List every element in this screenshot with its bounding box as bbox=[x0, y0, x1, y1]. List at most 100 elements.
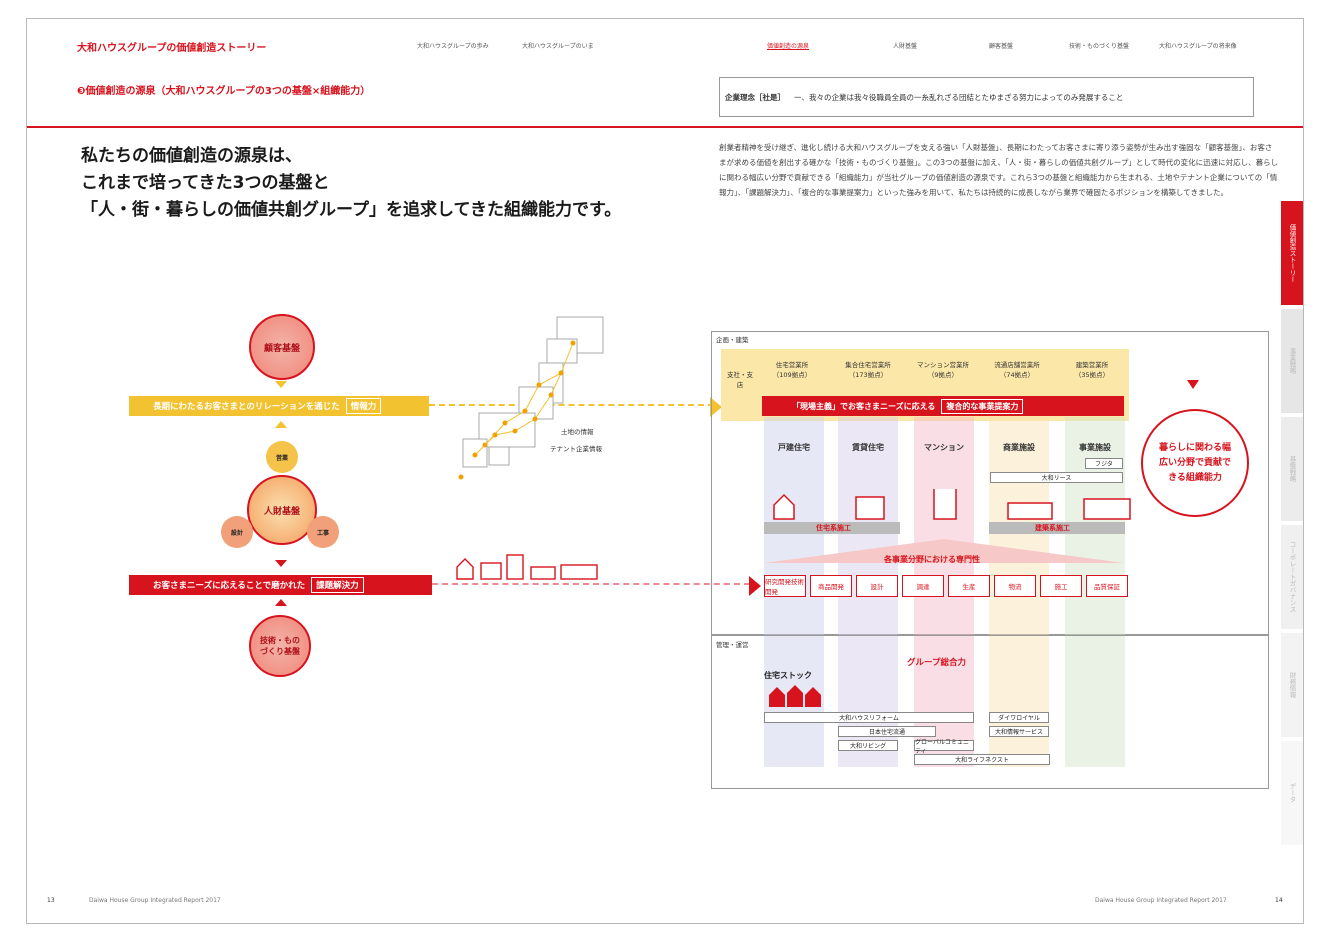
headline-line-2: これまで培ってきた3つの基盤と bbox=[81, 173, 330, 193]
tab-governance[interactable]: コーポレートガバナンス bbox=[1281, 525, 1303, 629]
land-info-label: 土地の情報 bbox=[561, 428, 594, 436]
nav-item-future[interactable]: 大和ハウスグループの将来像 bbox=[1159, 43, 1237, 50]
company-global: グローバルコミュニティ bbox=[914, 739, 974, 755]
band2-tag: 課題解決力 bbox=[311, 577, 364, 593]
building-construction-bar bbox=[989, 522, 1125, 534]
info-arrow-line bbox=[429, 404, 714, 406]
process-quality: 品質保証 bbox=[1086, 575, 1128, 597]
process-production: 生産 bbox=[948, 575, 990, 597]
office-5-count: （35拠点） bbox=[1074, 371, 1110, 379]
company-info-service: 大和情報サービス bbox=[989, 726, 1049, 737]
nav-item-human[interactable]: 人財基盤 bbox=[893, 43, 918, 50]
tab-data[interactable]: データ bbox=[1281, 741, 1303, 845]
building-construction-label: 建築系施工 bbox=[1035, 524, 1070, 532]
tab-business[interactable]: 事業戦略 bbox=[1281, 309, 1303, 413]
banner-tag: 複合的な事業提案力 bbox=[941, 398, 1024, 414]
office-3-name: マンション営業所 bbox=[917, 361, 969, 369]
nav-item-history[interactable]: 大和ハウスグループの歩み bbox=[417, 43, 489, 50]
business-facility: 事業施設 bbox=[1079, 443, 1111, 452]
business-rental: 賃貸住宅 bbox=[852, 443, 884, 452]
capability-circle: 暮らしに関わる幅広い分野で貢献できる組織能力 bbox=[1141, 409, 1249, 517]
headline-line-1: 私たちの価値創造の源泉は、 bbox=[81, 146, 302, 166]
arrow-down-icon bbox=[275, 560, 287, 567]
section-subtitle: ❸価値創造の源泉（大和ハウスグループの3つの基盤×組織能力） bbox=[77, 86, 371, 97]
nav-item-customer[interactable]: 顧客基盤 bbox=[989, 43, 1014, 50]
fujita-box: フジタ bbox=[1085, 458, 1123, 469]
housing-construction-bar bbox=[764, 522, 900, 534]
office-4-count: （74拠点） bbox=[999, 371, 1035, 379]
tech-base-circle: 技術・ものづくり基盤 bbox=[249, 615, 311, 677]
process-design: 設計 bbox=[856, 575, 898, 597]
management-label: 管理・運営 bbox=[716, 641, 749, 649]
band1-text: 長期にわたるお客さまとのリレーションを通じた bbox=[153, 402, 340, 412]
arrow-right-icon bbox=[749, 576, 761, 596]
business-commercial: 商業施設 bbox=[1003, 443, 1035, 452]
report-name-right: Daiwa House Group Integrated Report 2017 bbox=[1095, 897, 1227, 904]
solution-arrow-line bbox=[432, 583, 750, 585]
arrow-right-icon bbox=[710, 397, 722, 417]
process-rd: 研究開発技術開発 bbox=[764, 575, 806, 597]
tenant-info-label: テナント企業情報 bbox=[550, 445, 602, 453]
expertise-triangle bbox=[764, 539, 1124, 563]
arrow-up-icon bbox=[275, 599, 287, 606]
process-product: 商品開発 bbox=[810, 575, 852, 597]
tab-finance[interactable]: 財務情報 bbox=[1281, 633, 1303, 737]
tab-foundation[interactable]: 基盤戦略 bbox=[1281, 417, 1303, 521]
stock-label: 住宅ストック bbox=[764, 671, 812, 680]
office-5: 建築営業所 （35拠点） bbox=[1064, 359, 1120, 379]
customer-base-circle: 顧客基盤 bbox=[249, 314, 315, 380]
office-1: 住宅営業所 （109拠点） bbox=[764, 359, 820, 379]
building-icons-row bbox=[456, 554, 598, 580]
company-distribution: 日本住宅流通 bbox=[838, 726, 936, 737]
nav-item-tech[interactable]: 技術・ものづくり基盤 bbox=[1069, 43, 1130, 50]
policy-label: 企業理念［社是］ bbox=[725, 93, 785, 102]
office-2-name: 集合住宅営業所 bbox=[845, 361, 891, 369]
sales-circle: 営業 bbox=[266, 441, 298, 473]
expertise-label: 各事業分野における専門性 bbox=[884, 555, 980, 564]
business-detached: 戸建住宅 bbox=[778, 443, 810, 452]
human-base-circle: 人財基盤 bbox=[247, 475, 317, 545]
house-stock-icon bbox=[769, 685, 821, 707]
office-1-name: 住宅営業所 bbox=[775, 361, 809, 369]
report-name-left: Daiwa House Group Integrated Report 2017 bbox=[89, 897, 221, 904]
company-reform: 大和ハウスリフォーム bbox=[764, 712, 974, 723]
capability-mark-icon bbox=[1187, 380, 1199, 389]
company-lifenext: 大和ライフネクスト bbox=[914, 754, 1050, 765]
planning-label: 企画・建築 bbox=[716, 336, 749, 344]
band2-text: お客さまニーズに応えることで磨かれた bbox=[153, 581, 306, 591]
japan-map-icon bbox=[458, 316, 604, 480]
daiwa-lease-box: 大和リース bbox=[990, 472, 1123, 483]
policy-box: 企業理念［社是］ 一、我々の企業は我々役職員全員の一糸乱れざる団結とたゆまざる努… bbox=[719, 77, 1254, 117]
branch-label: 支社・支店 bbox=[727, 371, 753, 389]
business-icons-row bbox=[773, 489, 1131, 520]
office-5-name: 建築営業所 bbox=[1075, 361, 1109, 369]
office-4: 流通店舗営業所 （74拠点） bbox=[987, 359, 1047, 379]
office-2: 集合住宅営業所 （173拠点） bbox=[838, 359, 898, 379]
nav-item-source[interactable]: 価値創造の源泉 bbox=[767, 43, 810, 50]
construction-circle: 工事 bbox=[307, 516, 339, 548]
group-power-label: グループ総合力 bbox=[907, 658, 966, 668]
arrow-down-icon bbox=[275, 381, 287, 388]
process-construction: 施工 bbox=[1040, 575, 1082, 597]
report-spread: 大和ハウスグループの価値創造ストーリー 大和ハウスグループの歩み 大和ハウスグル… bbox=[26, 18, 1304, 924]
office-3: マンション営業所 （9拠点） bbox=[915, 359, 971, 379]
office-1-count: （109拠点） bbox=[772, 371, 812, 379]
band1-tag: 情報力 bbox=[345, 398, 382, 414]
header-divider bbox=[27, 126, 1303, 128]
nav-item-now[interactable]: 大和ハウスグループのいま bbox=[522, 43, 594, 50]
office-2-count: （173拠点） bbox=[848, 371, 888, 379]
company-living: 大和リビング bbox=[838, 740, 898, 751]
planning-box bbox=[711, 331, 1269, 635]
problem-solving-band: お客さまニーズに応えることで磨かれた 課題解決力 bbox=[129, 575, 432, 595]
process-procurement: 調達 bbox=[902, 575, 944, 597]
office-4-name: 流通店舗営業所 bbox=[994, 361, 1040, 369]
page-number-right: 14 bbox=[1275, 897, 1283, 904]
intro-paragraph: 創業者精神を受け継ぎ、進化し続ける大和ハウスグループを支える強い「人財基盤」、長… bbox=[719, 143, 1279, 197]
page-number-left: 13 bbox=[47, 897, 55, 904]
management-box bbox=[711, 635, 1269, 789]
housing-construction-label: 住宅系施工 bbox=[816, 524, 851, 532]
banner-text: 「現場主義」でお客さまニーズに応える bbox=[792, 401, 936, 411]
office-3-count: （9拠点） bbox=[927, 371, 959, 379]
tab-value-story[interactable]: 価値創造ストーリー bbox=[1281, 201, 1303, 305]
process-logistics: 物流 bbox=[994, 575, 1036, 597]
